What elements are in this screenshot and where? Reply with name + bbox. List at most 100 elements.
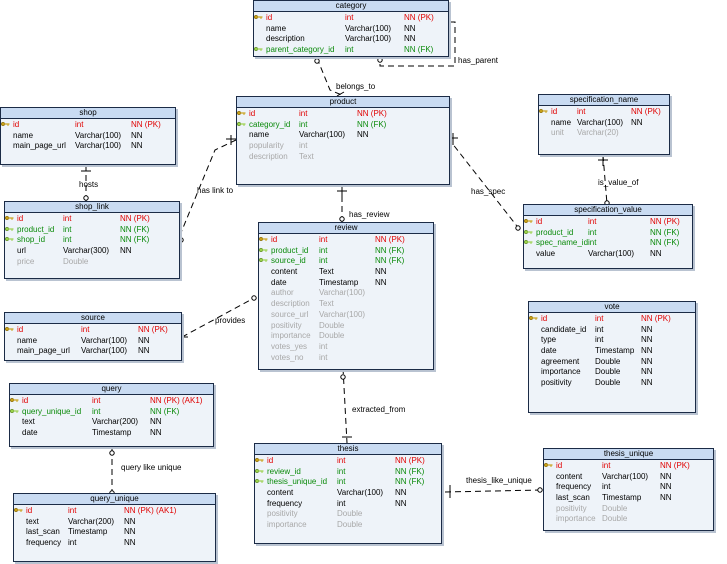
column-constraints: NN (FK) xyxy=(375,256,405,266)
column-constraints: NN (PK) xyxy=(120,214,150,223)
column-constraints: NN xyxy=(120,246,132,256)
column-constraints: NN (PK) xyxy=(131,120,161,129)
column-constraints: NN xyxy=(357,130,369,140)
rel-extracted-from-line xyxy=(342,367,348,444)
entity-title: shop xyxy=(1,108,175,119)
column-type: int xyxy=(337,466,346,476)
column-type: int xyxy=(319,341,328,351)
foreign-key-icon xyxy=(258,256,268,267)
column-name: id xyxy=(26,506,33,515)
primary-key-icon xyxy=(4,325,14,336)
column-type: int xyxy=(75,120,84,129)
rel-label-hosts: hosts xyxy=(79,180,99,189)
rel-label-thesis-like-unique: thesis_like_unique xyxy=(466,476,532,485)
column-name: positivity xyxy=(271,320,302,330)
column-type: int xyxy=(337,456,346,465)
column-name: text xyxy=(22,417,35,427)
entity-title: query_unique xyxy=(14,494,215,505)
column-type: int xyxy=(595,335,604,345)
